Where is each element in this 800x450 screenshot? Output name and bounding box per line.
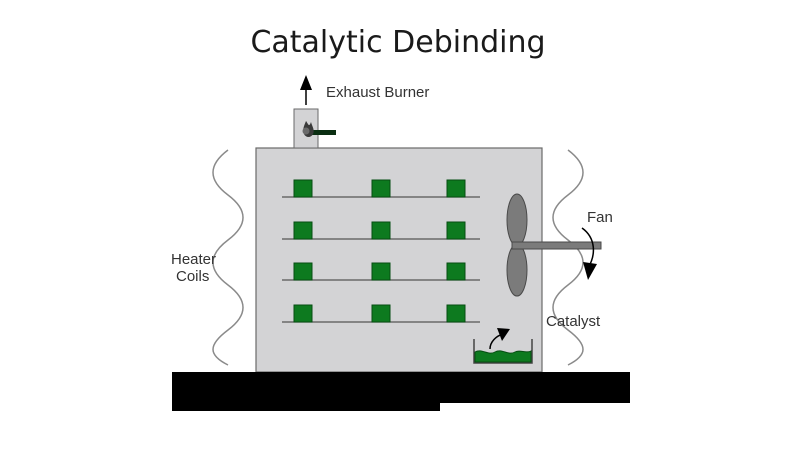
green-part (446, 262, 466, 281)
green-part (371, 262, 391, 281)
catalyst-label: Catalyst (546, 313, 601, 330)
parts (293, 179, 466, 323)
heater-coils-label-line1: Heater (171, 251, 216, 268)
fan-blade-bottom (506, 243, 528, 297)
left-heater-coil (212, 149, 244, 366)
green-part (446, 221, 466, 240)
fan-blade-top (506, 193, 528, 247)
green-part (446, 179, 466, 198)
catalyst-tray (473, 339, 533, 364)
heater-coils-label-line2: Coils (176, 268, 209, 285)
right-heater-coil (552, 149, 584, 366)
burner-pipe (310, 130, 336, 135)
green-part (446, 304, 466, 323)
arrow-up-icon (300, 75, 312, 105)
green-part (371, 304, 391, 323)
curved-arrow-icon (489, 328, 510, 350)
fan-shaft (511, 241, 602, 250)
curved-arrow-icon (581, 227, 597, 280)
green-part (371, 221, 391, 240)
green-part (293, 304, 313, 323)
fan (506, 193, 602, 297)
green-part (293, 221, 313, 240)
flame-icon (302, 121, 314, 137)
fan-label: Fan (587, 209, 613, 226)
exhaust-burner-label: Exhaust Burner (326, 84, 429, 101)
green-part (371, 179, 391, 198)
diagram-title: Catalytic Debinding (250, 25, 545, 60)
green-part (293, 179, 313, 198)
furnace-base (172, 372, 630, 411)
green-part (293, 262, 313, 281)
